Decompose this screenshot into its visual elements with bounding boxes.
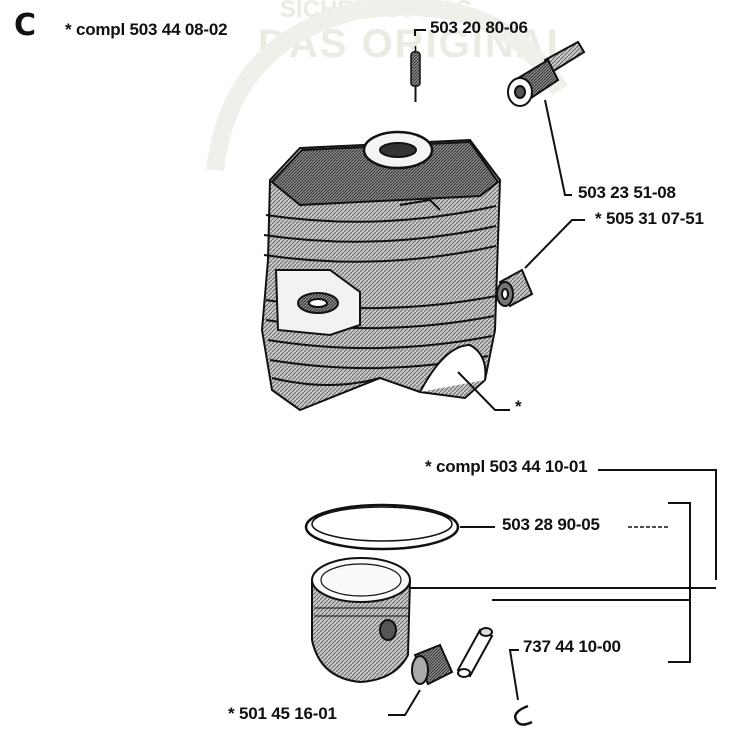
piston-ring-drawing (304, 503, 460, 551)
cylinder-drawing (260, 130, 502, 412)
section-letter: C (14, 8, 37, 43)
label-piston-ring: 503 28 90-05 (502, 515, 600, 534)
pin-drawing (410, 46, 421, 102)
needle-bearing-drawing (411, 643, 454, 686)
label-needle-bearing: * 501 45 16-01 (228, 704, 337, 723)
piston-drawing (311, 557, 412, 684)
label-cylinder-set: * compl 503 44 08-02 (65, 20, 228, 39)
bushing-drawing (496, 268, 534, 308)
leader-circlip (508, 649, 519, 701)
watermark-arc (206, 0, 568, 172)
leader-bushing (524, 219, 585, 269)
piston-pin-drawing (456, 627, 494, 678)
bracket-piston-group (668, 502, 691, 663)
label-pin: 503 20 80-06 (430, 18, 528, 37)
label-decompression-valve: 503 23 51-08 (578, 183, 676, 202)
circlip-drawing (514, 704, 533, 726)
label-cylinder-star: * (515, 397, 522, 416)
label-circlip: 737 44 10-00 (523, 637, 621, 656)
label-bushing: * 505 31 07-51 (595, 209, 704, 228)
leader-pin (414, 29, 426, 36)
leader-decompression-valve (544, 99, 572, 196)
label-piston-set: * compl 503 44 10-01 (425, 457, 588, 476)
leader-cylinder-star (457, 371, 510, 411)
leader-needle-bearing (388, 689, 421, 716)
decompression-valve-drawing (507, 40, 586, 107)
bracket-piston-set (598, 469, 717, 580)
